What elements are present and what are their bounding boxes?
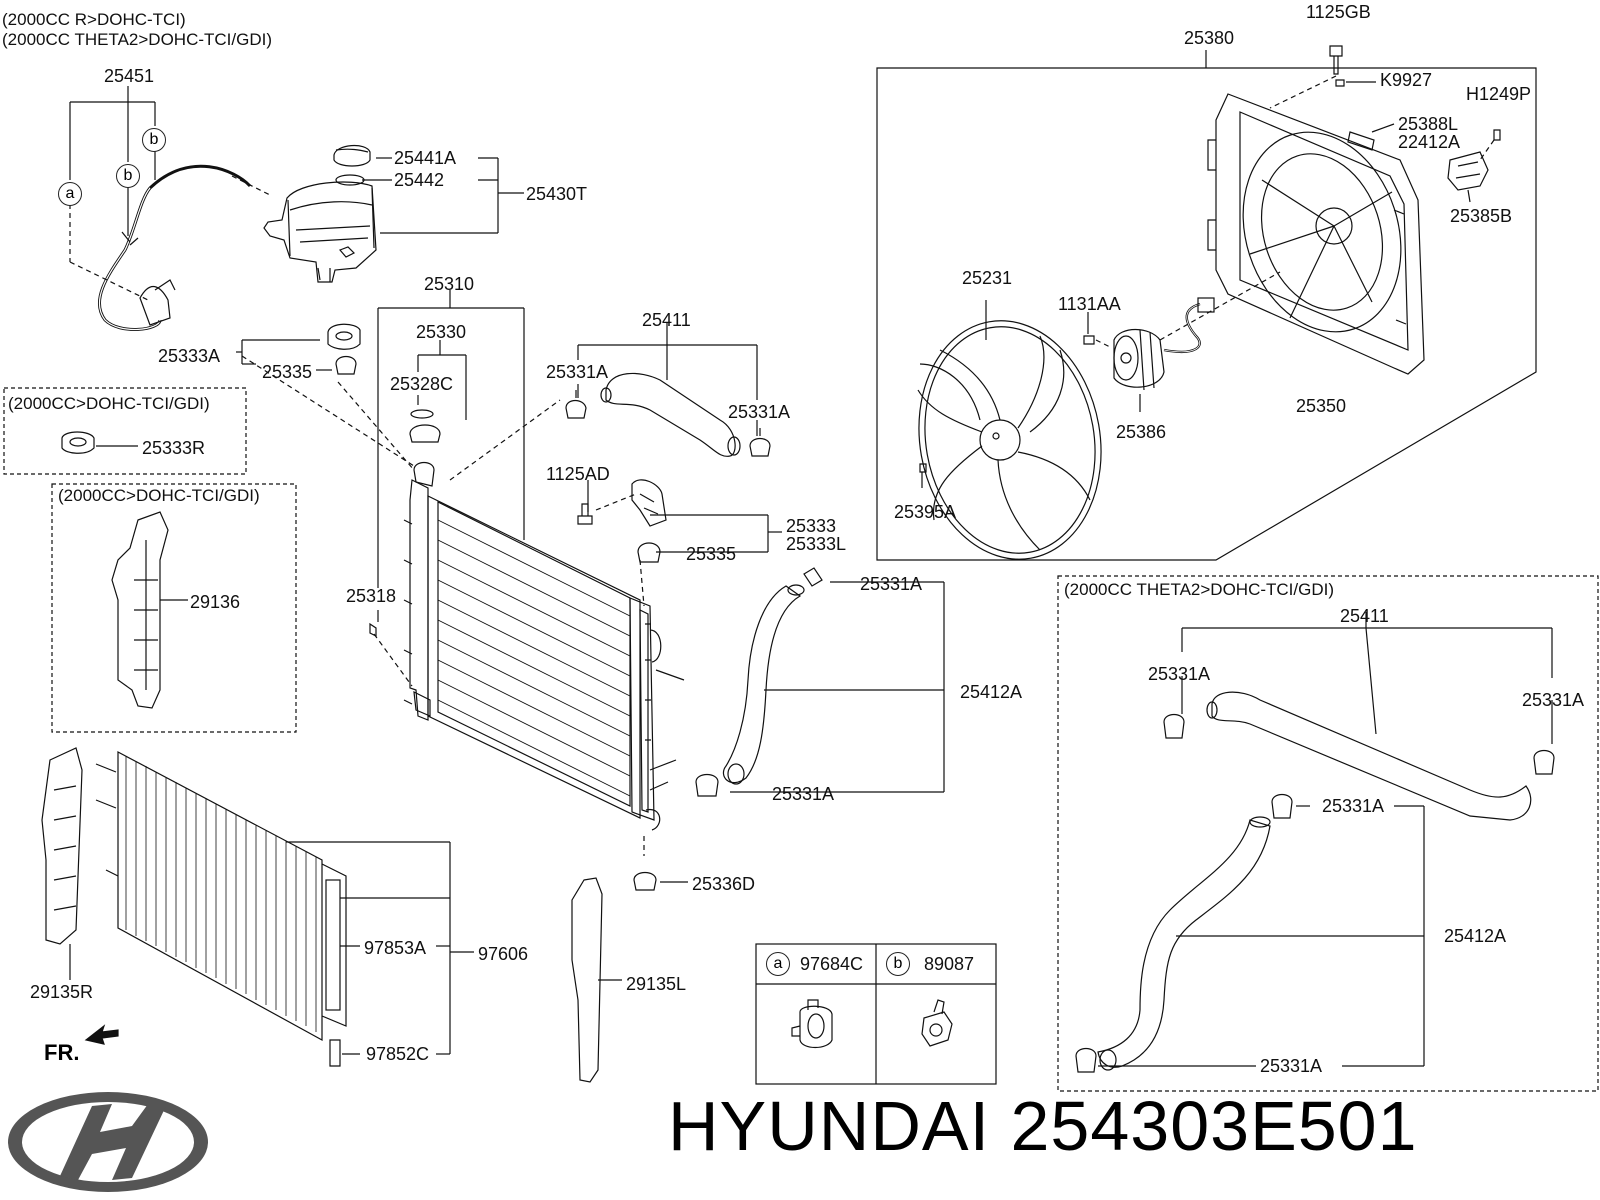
label-K9927: K9927 (1380, 70, 1433, 90)
label-25331A-5: 25331A (1148, 664, 1211, 684)
label-25336D: 25336D (692, 874, 756, 894)
label-1125GB: 1125GB (1306, 2, 1371, 22)
note-2000cc-r: (2000CC R>DOHC-TCI) (2, 10, 186, 29)
air-guide-29136 (111, 511, 169, 709)
receiver-drier-97853A (325, 879, 341, 1011)
note-inset-theta2: (2000CC THETA2>DOHC-TCI/GDI) (1064, 580, 1334, 599)
label-22412A: 22412A (1398, 132, 1461, 152)
label-25395A: 25395A (894, 502, 957, 522)
air-guide-29135L (571, 877, 603, 1083)
grommet-25335-top (335, 355, 357, 375)
hose-clip-icon (921, 1011, 953, 1047)
label-25412A: 25412A (960, 682, 1023, 702)
cap-seal-25442 (335, 174, 365, 186)
label-97852C: 97852C (366, 1044, 430, 1064)
front-arrow-icon (84, 1024, 119, 1045)
lower-hose-25412A-theta2 (1097, 819, 1271, 1068)
label-25430T: 25430T (526, 184, 588, 204)
label-25333L: 25333L (786, 534, 847, 554)
lower-hose-25412A (722, 585, 802, 784)
inset-box-25333R (3, 387, 247, 475)
label-25388L: 25388L (1398, 114, 1459, 134)
resistor-25385B (1447, 151, 1489, 191)
note-inset-25333R: (2000CC>DOHC-TCI/GDI) (8, 394, 210, 413)
label-25350: 25350 (1296, 396, 1347, 416)
label-97853A: 97853A (364, 938, 427, 958)
callout-b-2: b (142, 128, 166, 152)
label-25380: 25380 (1184, 28, 1235, 48)
fan-shroud-25350 (1215, 93, 1425, 375)
fan-assembly-frame (876, 67, 1537, 561)
label-25331A-4: 25331A (772, 784, 835, 804)
callout-b-1: b (116, 164, 140, 188)
label-1125AD: 1125AD (546, 464, 610, 484)
label-25412A-theta2: 25412A (1444, 926, 1507, 946)
hyundai-logo-icon (8, 1092, 208, 1192)
air-guide-29135R (41, 747, 83, 945)
legend-b-circle: b (886, 952, 910, 976)
label-25411: 25411 (642, 310, 691, 330)
label-29135L: 29135L (626, 974, 687, 994)
upper-hose-25411-theta2 (1211, 691, 1532, 821)
legend-b-part: 89087 (924, 954, 975, 974)
label-25331A-3: 25331A (860, 574, 923, 594)
label-25331A-7: 25331A (1322, 796, 1385, 816)
bracket-25333A (327, 323, 361, 350)
label-H1249P: H1249P (1466, 84, 1532, 104)
label-25331A-6: 25331A (1522, 690, 1585, 710)
grommet-25335-mid (637, 542, 661, 563)
reservoir-tank-25430T (263, 181, 377, 283)
label-97606: 97606 (478, 944, 529, 964)
legend-a-circle: a (766, 952, 790, 976)
label-25310: 25310 (424, 274, 475, 294)
upper-hose-25411 (605, 372, 736, 457)
fan-motor-25386 (1113, 328, 1165, 388)
label-25333: 25333 (786, 516, 837, 536)
inset-box-29136 (51, 483, 297, 733)
label-25335-top: 25335 (262, 362, 313, 382)
front-direction-label: FR. (44, 1040, 80, 1065)
label-25330: 25330 (416, 322, 467, 342)
label-1131AA: 1131AA (1058, 294, 1121, 314)
label-25451: 25451 (104, 66, 155, 86)
label-25328C: 25328C (390, 374, 454, 394)
label-25385B: 25385B (1450, 206, 1513, 226)
hose-clamp-icon (799, 1005, 833, 1049)
label-25331A-8: 25331A (1260, 1056, 1323, 1076)
label-25386: 25386 (1116, 422, 1167, 442)
note-2000cc-theta2: (2000CC THETA2>DOHC-TCI/GDI) (2, 30, 272, 49)
label-29135R: 29135R (30, 982, 94, 1002)
cooling-fan-25231 (918, 320, 1102, 560)
grommet-25336D (633, 871, 657, 891)
label-25231: 25231 (962, 268, 1013, 288)
label-25335-mid: 25335 (686, 544, 737, 564)
label-25333A: 25333A (158, 346, 221, 366)
brand-part-number: HYUNDAI 254303E501 (668, 1087, 1418, 1165)
label-25331A-2: 25331A (728, 402, 791, 422)
legend-a-part: 97684C (800, 954, 864, 974)
label-25441A: 25441A (394, 148, 457, 168)
label-25333R: 25333R (142, 438, 206, 458)
label-25442: 25442 (394, 170, 445, 190)
label-29136: 29136 (190, 592, 241, 612)
overflow-hose (97, 164, 252, 331)
label-25318: 25318 (346, 586, 397, 606)
radiator-core-25310 (427, 495, 641, 819)
inset-box-theta2-hoses (1057, 575, 1599, 1092)
radiator-cap-25330 (409, 424, 441, 443)
bracket-25333 (631, 479, 667, 527)
note-inset-29136: (2000CC>DOHC-TCI/GDI) (58, 486, 260, 505)
label-25331A-1: 25331A (546, 362, 609, 382)
callout-a: a (58, 182, 82, 206)
reservoir-cap-25441A (333, 145, 371, 167)
label-25411-theta2: 25411 (1340, 606, 1389, 626)
condenser-97606 (117, 751, 323, 1042)
